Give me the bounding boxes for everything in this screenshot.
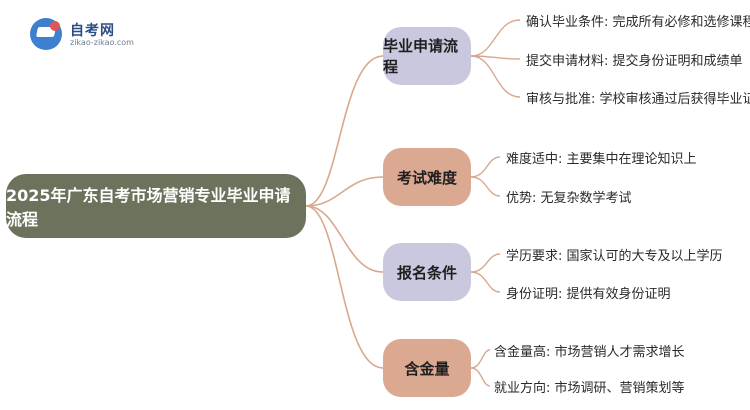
connector-b4-leaf-2 [470, 367, 491, 387]
site-logo[interactable]: 自考网 zikao-zikao.com [30, 18, 170, 54]
logo-subtitle: zikao-zikao.com [70, 38, 134, 47]
connector-b3-leaf-1 [470, 253, 501, 273]
connector-root-branch-2 [305, 176, 384, 207]
leaf-node: 就业方向: 市场调研、营销策划等 [494, 381, 685, 396]
connector-root-branch-3 [305, 205, 384, 273]
leaf-node: 学历要求: 国家认可的大专及以上学历 [506, 249, 723, 264]
leaf-node: 审核与批准: 学校审核通过后获得毕业证书 [526, 92, 750, 107]
leaf-node: 难度适中: 主要集中在理论知识上 [506, 152, 697, 167]
connector-root-branch-1 [305, 55, 384, 207]
leaf-node: 身份证明: 提供有效身份证明 [506, 287, 671, 302]
root-node: 2025年广东自考市场营销专业毕业申请流程 [6, 174, 306, 238]
branch-node-value: 含金量 [383, 339, 471, 397]
logo-title: 自考网 [70, 23, 115, 39]
graduation-cap-icon [30, 18, 62, 50]
leaf-node: 提交申请材料: 提交身份证明和成绩单 [526, 54, 743, 69]
leaf-node: 含金量高: 市场营销人才需求增长 [494, 345, 685, 360]
leaf-node: 确认毕业条件: 完成所有必修和选修课程 [526, 15, 750, 30]
connector-b4-leaf-1 [470, 349, 491, 369]
leaf-node: 优势: 无复杂数学考试 [506, 191, 632, 206]
connector-b1-leaf-3 [470, 55, 521, 98]
branch-node-graduation-process: 毕业申请流程 [383, 27, 471, 85]
connector-root-branch-4 [305, 205, 384, 369]
connector-b1-leaf-1 [470, 19, 521, 57]
connector-b2-leaf-2 [470, 176, 501, 197]
connector-b3-leaf-2 [470, 271, 501, 293]
branch-node-exam-difficulty: 考试难度 [383, 148, 471, 206]
connector-b2-leaf-1 [470, 156, 501, 178]
branch-node-registration-requirements: 报名条件 [383, 243, 471, 301]
